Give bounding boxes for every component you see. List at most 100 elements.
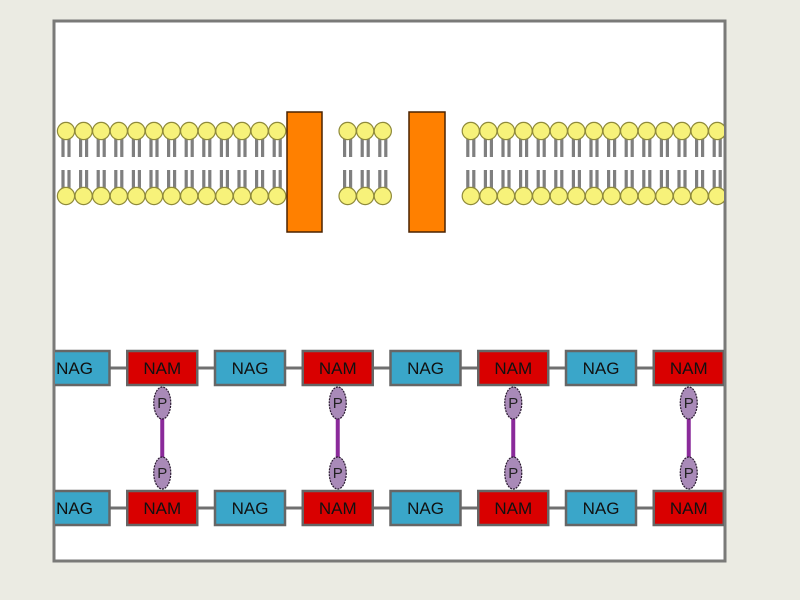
sugar-nam: NAM xyxy=(652,489,724,527)
nag-label: NAG xyxy=(232,359,269,378)
lipid-tail xyxy=(712,170,716,189)
nam-label: NAM xyxy=(143,499,181,518)
lipid-tail xyxy=(96,170,100,189)
lipid-head-inner xyxy=(144,186,164,206)
lipid-tail xyxy=(61,138,65,157)
lipid-tail xyxy=(114,170,118,189)
lipid-bilayer xyxy=(56,121,743,206)
lipid-head-inner xyxy=(514,186,533,206)
nam-box xyxy=(301,489,374,527)
lipid-tail xyxy=(384,170,388,189)
lipid-tail xyxy=(642,138,646,157)
lipid-tail xyxy=(255,170,259,189)
lipid-tail xyxy=(349,138,353,157)
lipid-tail xyxy=(736,138,739,157)
nam-label: NAM xyxy=(319,359,357,378)
lipid-head-inner xyxy=(356,186,375,206)
nam-box xyxy=(126,489,199,527)
lipid-tail xyxy=(61,170,65,189)
lipid-tail xyxy=(695,138,699,157)
lipid-tail xyxy=(683,170,687,189)
lipid-tail xyxy=(190,138,194,157)
phosphate-label: P xyxy=(333,395,343,412)
lipid-tail xyxy=(683,138,687,157)
lipid-tail xyxy=(120,170,124,189)
lipid-tail xyxy=(571,138,575,157)
lipid-tail xyxy=(167,138,171,157)
lipid-tail xyxy=(501,138,505,157)
lipid-tail xyxy=(483,170,487,189)
lipid-tail xyxy=(736,170,739,189)
lipid-head-inner xyxy=(91,186,111,206)
lipid-tail xyxy=(261,170,265,189)
membrane-proteins xyxy=(286,111,446,233)
phosphate-oval xyxy=(504,386,523,420)
sugar-nag: NAG xyxy=(55,349,111,387)
lipid-tail xyxy=(79,170,83,189)
lipid-head-inner xyxy=(584,186,604,206)
lipid-head-inner xyxy=(567,186,586,206)
lipid-tail xyxy=(613,170,617,189)
nag-label: NAG xyxy=(56,359,93,378)
nag-label: NAG xyxy=(56,499,93,518)
lipid-head-outer xyxy=(584,121,604,141)
lipid-tail xyxy=(701,170,705,189)
lipid-head-inner xyxy=(338,186,357,206)
lipid-tail xyxy=(378,138,382,157)
sugar-nam: NAM xyxy=(126,489,199,527)
lipid-tail xyxy=(67,138,71,157)
nam-box xyxy=(477,349,550,387)
lipid-head-outer xyxy=(127,121,146,141)
sugar-nam: NAM xyxy=(301,349,374,387)
lipid-tail xyxy=(607,138,611,157)
nam-box xyxy=(652,349,724,387)
nam-label: NAM xyxy=(494,499,532,518)
nag-label: NAG xyxy=(583,499,620,518)
sugar-nag: NAG xyxy=(389,489,462,527)
lipid-head-inner xyxy=(479,186,498,206)
phosphate-label: P xyxy=(508,465,518,482)
lipid-head-outer xyxy=(479,121,498,141)
lipid-head-outer xyxy=(232,121,252,141)
lipid-tail xyxy=(554,138,558,157)
lipid-tail xyxy=(155,138,159,157)
lipid-head-outer xyxy=(250,121,269,141)
lipid-head-outer xyxy=(162,121,181,141)
phosphate-label: P xyxy=(684,465,694,482)
lipid-tail xyxy=(173,138,177,157)
lipid-tail xyxy=(577,170,581,189)
lipid-head-outer xyxy=(461,121,480,141)
lipid-tail xyxy=(525,138,529,157)
lipid-tail xyxy=(613,138,617,157)
lipid-head-outer xyxy=(373,121,392,141)
nam-label: NAM xyxy=(670,359,708,378)
sugar-nag: NAG xyxy=(213,489,287,527)
lipid-tail xyxy=(466,138,470,157)
lipid-tail xyxy=(525,170,529,189)
lipid-tail xyxy=(190,170,194,189)
lipid-head-inner xyxy=(215,186,234,206)
lipid-tail xyxy=(659,138,663,157)
lipid-head-outer xyxy=(620,121,639,141)
phosphate-label: P xyxy=(508,395,518,412)
lipid-head-inner xyxy=(620,186,639,206)
lipid-tail xyxy=(560,138,564,157)
lipid-tail xyxy=(630,170,634,189)
nam-label: NAM xyxy=(143,359,181,378)
phosphate-oval xyxy=(504,456,523,490)
nag-box xyxy=(564,349,638,387)
lipid-tail xyxy=(149,170,153,189)
lipid-tail xyxy=(489,170,493,189)
lipid-tail xyxy=(255,138,259,157)
lipid-head-inner xyxy=(726,187,743,204)
lipid-tail xyxy=(536,138,540,157)
sugar-nag: NAG xyxy=(55,489,111,527)
lipid-tail xyxy=(208,170,212,189)
lipid-head-inner xyxy=(109,186,129,206)
lipid-tail xyxy=(624,138,628,157)
lipid-tail xyxy=(378,170,382,189)
sugar-nag: NAG xyxy=(564,489,638,527)
lipid-tail xyxy=(560,170,564,189)
lipid-tail xyxy=(718,170,722,189)
